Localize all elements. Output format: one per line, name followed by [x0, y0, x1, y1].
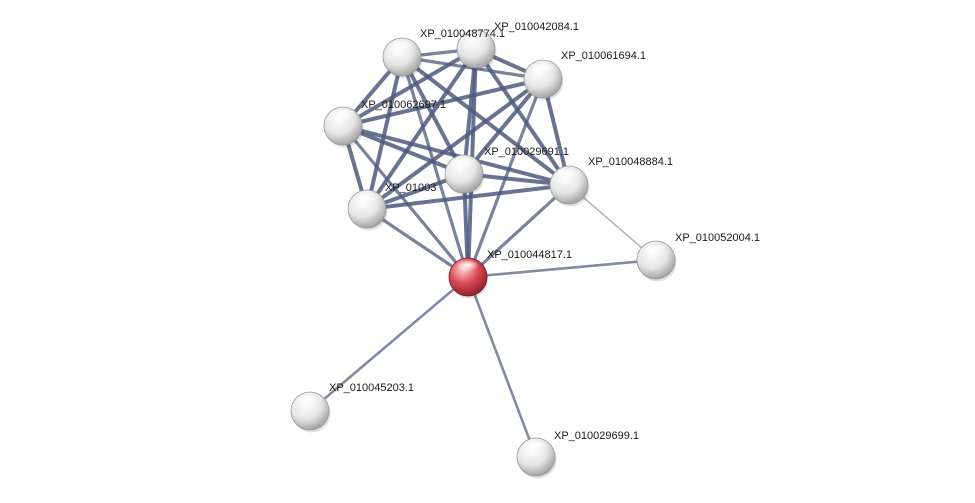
node-highlight: [355, 193, 379, 207]
edge-xp-010044817-1-xp-010052004-1: [466, 258, 658, 279]
node-label-xp-010062697-1: XP_010062697.1: [361, 99, 447, 111]
edge-xp-010062697-1-xp-010048884-1: [341, 124, 571, 187]
node-xp-010048774-1[interactable]: [382, 37, 423, 79]
node-label-xp-010042084-1: XP_010042084.1: [494, 21, 580, 33]
node-xp-010029691-1[interactable]: [444, 154, 485, 196]
node-highlight: [524, 441, 548, 455]
node-highlight: [644, 244, 668, 258]
node-xp-010061694-1[interactable]: [523, 59, 564, 101]
node-xp-010044817-1[interactable]: [448, 257, 489, 299]
node-label-xp-010061694-1: XP_010061694.1: [561, 50, 647, 62]
node-xp-010048884-1[interactable]: [549, 165, 590, 207]
node-highlight: [331, 110, 355, 124]
edge-xp-010048774-1-xp-01003x: [365, 55, 404, 211]
node-xp-010029699-1[interactable]: [516, 437, 557, 479]
node-highlight: [456, 261, 480, 275]
node-highlight: [557, 169, 581, 183]
edge-xp-010044817-1-xp-010045203-1: [308, 275, 470, 413]
edge-xp-010048774-1-xp-010044817-1: [400, 55, 470, 279]
node-label-xp-010029691-1: XP_010029691.1: [484, 146, 570, 158]
node-label-xp-010052004-1: XP_010052004.1: [675, 232, 761, 244]
node-layer: [290, 29, 677, 479]
node-label-xp-010045203-1: XP_010045203.1: [329, 382, 415, 394]
node-label-xp-010029699-1: XP_010029699.1: [554, 430, 640, 442]
edge-xp-010048884-1-xp-01003x: [365, 183, 571, 211]
node-xp-010052004-1[interactable]: [636, 240, 677, 282]
edge-xp-010042084-1-xp-010048884-1: [474, 47, 571, 187]
node-label-xp-010048884-1: XP_010048884.1: [588, 156, 674, 168]
edge-xp-010061694-1-xp-010029691-1: [462, 77, 545, 176]
edge-xp-010062697-1-xp-010044817-1: [341, 124, 470, 279]
node-label-xp-010048774-1: XP_010048774.1: [420, 28, 506, 40]
edge-xp-010061694-1-xp-01003x: [365, 77, 545, 211]
node-highlight: [464, 33, 488, 47]
node-xp-010062697-1[interactable]: [323, 106, 364, 148]
edge-xp-010042084-1-xp-010062697-1: [341, 47, 478, 128]
node-highlight: [531, 63, 555, 77]
node-label-xp-01003x: XP_01003: [385, 182, 437, 194]
node-xp-010045203-1[interactable]: [290, 391, 331, 433]
edge-xp-010061694-1-xp-010062697-1: [341, 77, 545, 128]
edge-xp-010048884-1-xp-010044817-1: [466, 183, 571, 279]
node-xp-010042084-1[interactable]: [456, 29, 497, 71]
node-label-xp-010044817-1: XP_010044817.1: [487, 249, 573, 261]
edge-xp-010062697-1-xp-010029691-1: [341, 124, 466, 176]
node-highlight: [452, 158, 476, 172]
edge-xp-01003x-xp-010044817-1: [365, 207, 470, 279]
node-highlight: [390, 41, 414, 55]
edge-xp-010044817-1-xp-010029699-1: [466, 275, 538, 459]
node-xp-01003x[interactable]: [347, 189, 388, 231]
node-highlight: [298, 395, 322, 409]
edge-xp-010042084-1-xp-01003x: [365, 47, 478, 211]
